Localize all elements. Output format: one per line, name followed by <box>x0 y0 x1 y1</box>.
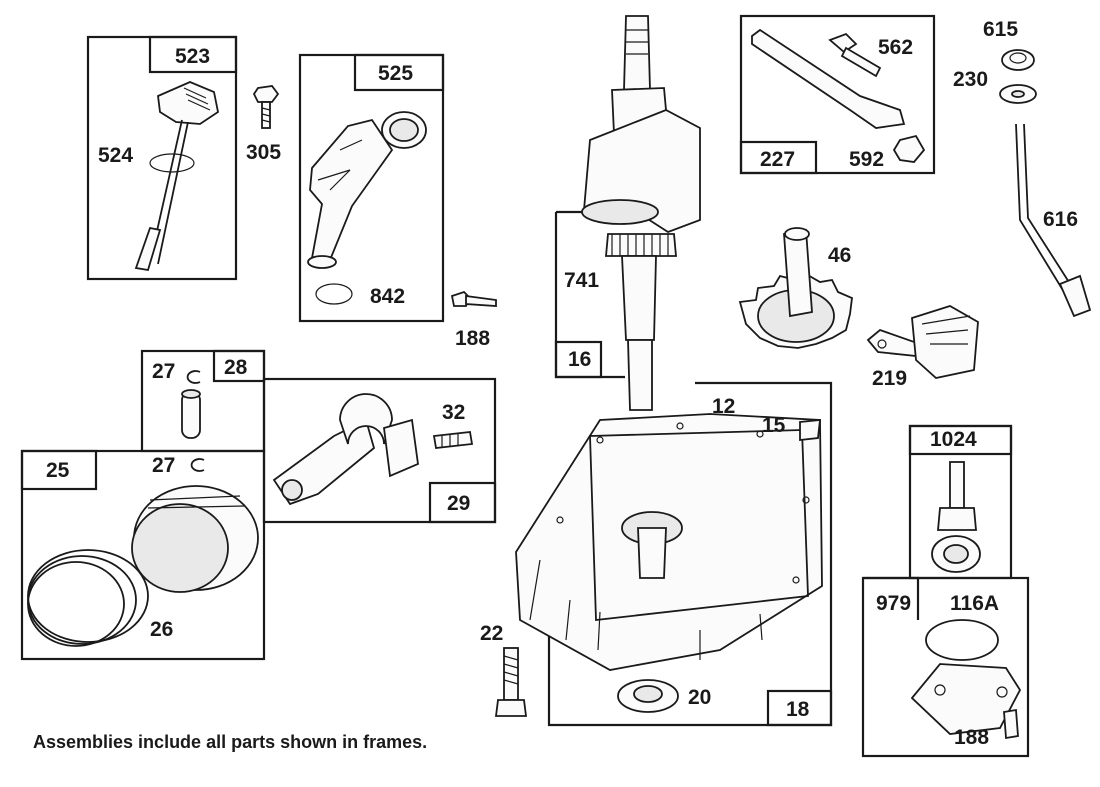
label-26: 26 <box>150 618 173 641</box>
label-979: 979 <box>876 592 911 615</box>
frame-25 <box>20 449 266 661</box>
label-20: 20 <box>688 686 711 709</box>
label-32: 32 <box>442 401 465 424</box>
label-305: 305 <box>246 141 281 164</box>
label-227: 227 <box>760 148 795 171</box>
oil-pump-shaft-part <box>931 461 981 573</box>
parts-615-230-616 <box>999 49 1092 318</box>
label-28: 28 <box>224 356 248 379</box>
oil-pump-cover-part <box>910 619 1022 740</box>
crankshaft-part <box>581 15 701 411</box>
connecting-rod-part <box>272 393 474 506</box>
bolt-22 <box>494 647 528 717</box>
label-29: 29 <box>447 492 470 515</box>
label-230: 230 <box>953 68 988 91</box>
frame-523 <box>86 35 238 281</box>
label-842: 842 <box>370 285 405 308</box>
oil-fill-tube-part <box>307 111 427 305</box>
part-labels: 523 524 305 525 842 188 27 28 32 29 25 2… <box>46 18 1078 749</box>
dipstick-part <box>134 81 220 272</box>
sump-part <box>515 413 823 713</box>
label-741: 741 <box>564 269 599 292</box>
footnote: Assemblies include all parts shown in fr… <box>33 732 427 752</box>
label-523: 523 <box>175 45 210 68</box>
label-188: 188 <box>455 327 490 350</box>
frame-525 <box>298 53 445 323</box>
label-616: 616 <box>1043 208 1078 231</box>
label-16: 16 <box>568 348 591 371</box>
frame-979 <box>861 576 1030 758</box>
label-22: 22 <box>480 622 503 645</box>
camshaft-part <box>738 227 853 349</box>
label-562: 562 <box>878 36 913 59</box>
label-525: 525 <box>378 62 413 85</box>
label-27b: 27 <box>152 454 175 477</box>
label-116A: 116A <box>950 592 999 615</box>
label-25: 25 <box>46 459 70 482</box>
label-18: 18 <box>786 698 810 721</box>
governor-lever-part <box>751 28 926 163</box>
label-524: 524 <box>98 144 133 167</box>
bolt-188-upper <box>450 290 497 307</box>
governor-part-219 <box>866 305 979 379</box>
frame-227 <box>739 14 936 175</box>
label-1024: 1024 <box>930 428 977 451</box>
label-592: 592 <box>849 148 884 171</box>
label-219: 219 <box>872 367 907 390</box>
label-188b: 188 <box>954 726 989 749</box>
label-12: 12 <box>712 395 735 418</box>
label-615: 615 <box>983 18 1018 41</box>
piston-part <box>27 458 259 647</box>
label-27: 27 <box>152 360 175 383</box>
frame-18 <box>547 381 833 727</box>
label-15: 15 <box>762 414 786 437</box>
label-46: 46 <box>828 244 851 267</box>
bolt-305 <box>252 85 280 129</box>
piston-pin-part <box>181 370 201 439</box>
